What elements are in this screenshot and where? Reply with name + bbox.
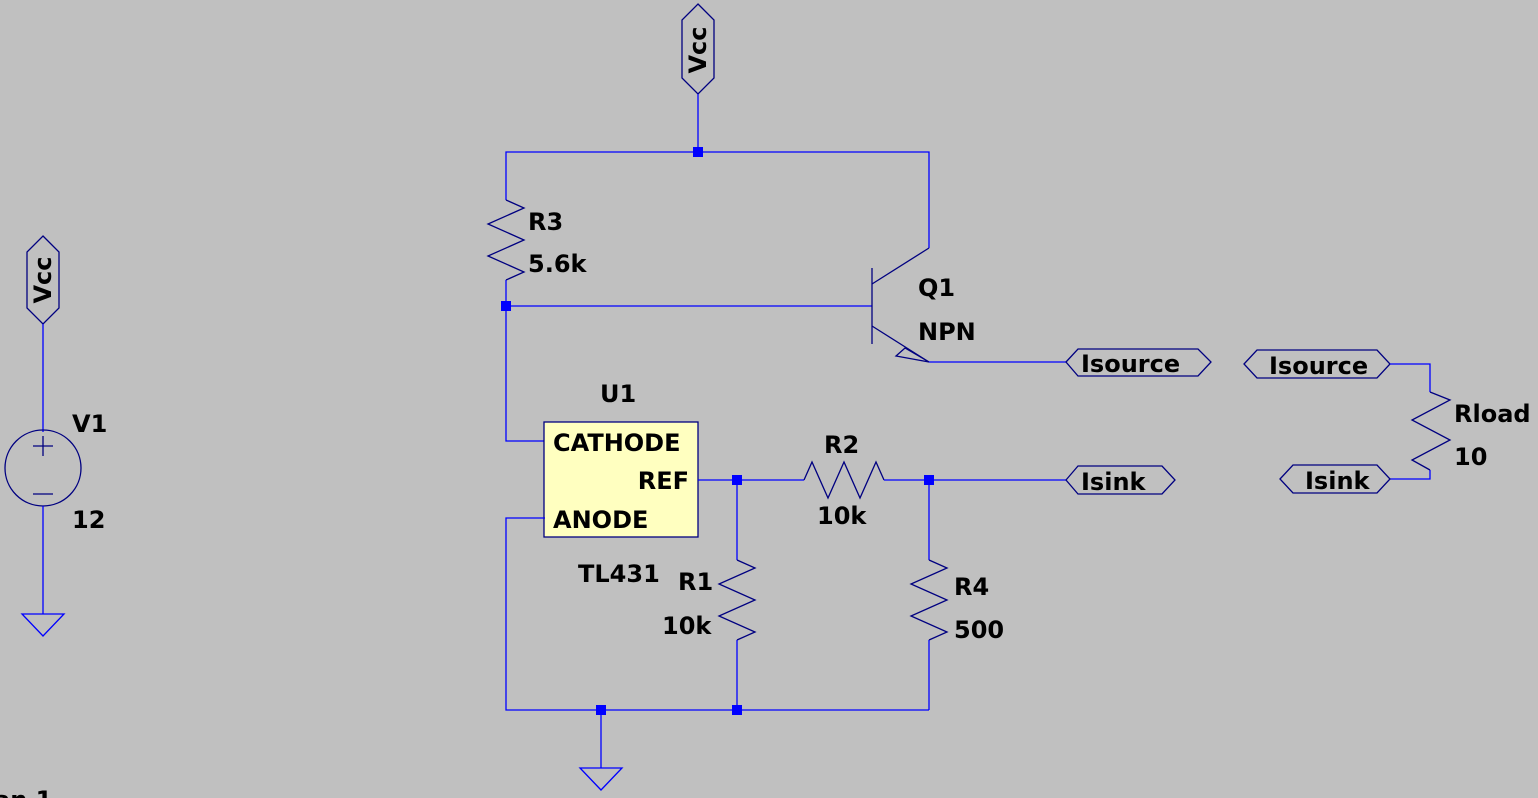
q1-name: Q1 [918,274,955,302]
pin-ref: REF [638,467,689,495]
r1-name: R1 [678,568,713,596]
ic-u1[interactable]: CATHODE REF ANODE [543,421,699,538]
r2-name: R2 [824,431,859,459]
junction [693,147,703,157]
u1-name: U1 [600,380,636,408]
voltage-source-v1[interactable] [4,429,82,507]
svg-text:Isink: Isink [1305,467,1371,495]
rload-name: Rload [1454,400,1531,428]
net-label-vcc-top[interactable]: Vcc [681,3,715,95]
r4-name: R4 [954,573,989,601]
resistor-r3[interactable] [486,199,526,281]
q1-value: NPN [918,318,976,346]
resistor-rload[interactable] [1410,391,1452,471]
net-label-isink-load[interactable]: Isink [1279,464,1391,495]
r3-value: 5.6k [528,250,588,278]
net-label-isink-out[interactable]: Isink [1065,465,1176,496]
pin-anode: ANODE [553,506,648,534]
resistor-r1[interactable] [717,559,757,641]
r2-value: 10k [817,502,867,530]
wire-top-rail [505,151,930,248]
net-label-vcc-left[interactable]: Vcc [26,235,60,325]
v1-value: 12 [72,506,105,534]
u1-value: TL431 [578,560,660,588]
svg-text:Isource: Isource [1269,352,1368,380]
r3-name: R3 [528,208,563,236]
r4-value: 500 [954,616,1004,644]
svg-text:Vcc: Vcc [684,26,712,73]
r1-value: 10k [662,612,712,640]
transistor-q1[interactable] [871,247,930,363]
net-label-isource-out[interactable]: Isource [1065,348,1212,378]
resistor-r2[interactable] [803,460,885,500]
corner-text: an 1 [0,786,52,798]
net-label-isource-load[interactable]: Isource [1243,349,1391,380]
junction [732,705,742,715]
ground-icon [20,613,66,637]
ground-icon [578,767,624,791]
svg-text:Isource: Isource [1081,350,1180,378]
resistor-r4[interactable] [909,559,949,641]
wire-cathode [505,306,545,442]
rload-value: 10 [1454,443,1487,471]
pin-cathode: CATHODE [553,429,681,457]
svg-text:Vcc: Vcc [29,256,57,303]
svg-text:Isink: Isink [1081,468,1147,496]
v1-name: V1 [72,410,107,438]
wire-bottom-rail [505,517,929,711]
